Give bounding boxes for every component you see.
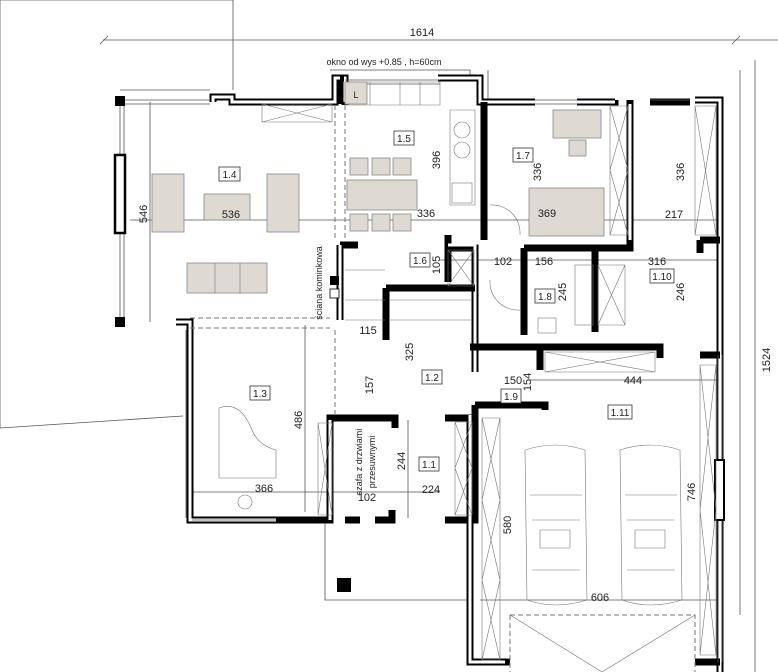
room-label-1-3: 1.3 [249, 385, 271, 401]
column [115, 317, 125, 327]
room-number: 1.5 [397, 134, 411, 145]
dim-wardrobe-width: 102 [358, 492, 376, 504]
dim-music-width: 366 [255, 483, 273, 495]
car [524, 444, 588, 606]
dim-total-width: 1614 [410, 27, 434, 39]
dim-bath-width: 156 [535, 256, 553, 268]
dim-stair-width: 115 [359, 325, 377, 337]
room-number: 1.1 [422, 460, 436, 471]
room-number: 1.9 [504, 392, 518, 403]
dim-bed1-depth: 336 [532, 163, 544, 181]
desk [552, 109, 602, 139]
furniture [151, 109, 605, 510]
fireplace-wall-note: ściana kominkowa [314, 246, 324, 320]
dim-bed2-width: 217 [665, 209, 683, 221]
cabinets [261, 81, 717, 661]
room-number: 1.3 [253, 389, 267, 400]
room-label-1-5: 1.5 [393, 130, 415, 146]
dim-hall-b: 157 [364, 376, 376, 394]
fridge-mark: L [353, 90, 358, 100]
dim-garage-inner-depth: 580 [502, 516, 514, 534]
column [115, 96, 125, 106]
dim-bed1-width: 369 [538, 208, 556, 220]
terrace-outline [0, 0, 741, 615]
annotations: okno od wys +0.85 , h=60cm ściana komink… [314, 57, 442, 495]
dim-entry-depth: 244 [396, 452, 408, 470]
room-number: 1.7 [516, 151, 530, 162]
dim-entry-width: 224 [422, 484, 440, 496]
dim-hall: 102 [494, 256, 512, 268]
room-number: 1.8 [538, 292, 552, 303]
dim-corridor-width: 150 [504, 375, 522, 387]
room-label-1-7: 1.7 [512, 147, 534, 163]
room-number: 1.2 [425, 373, 439, 384]
dim-living-depth: 546 [138, 205, 150, 223]
room-number: 1.11 [611, 408, 630, 419]
chimney-flue [330, 276, 339, 285]
dimension-lines [99, 35, 778, 672]
window-note: okno od wys +0.85 , h=60cm [326, 57, 441, 67]
bed [528, 187, 605, 237]
chimney-vent [329, 288, 340, 299]
dim-garage-width: 606 [591, 592, 609, 604]
dining-table [346, 179, 418, 211]
dim-dining-width: 336 [417, 208, 435, 220]
room-label-1-2: 1.2 [421, 369, 443, 385]
dim-hall-depth: 325 [404, 343, 416, 361]
dim-corridor-depth: 154 [522, 373, 534, 391]
coffee-table [203, 193, 251, 221]
chair [568, 139, 587, 157]
openings [190, 105, 696, 672]
room-label-1-6: 1.6 [409, 252, 431, 268]
dim-living-width: 536 [222, 209, 240, 221]
column [337, 578, 351, 592]
grand-piano [218, 406, 277, 479]
room-label-1-1: 1.1 [418, 456, 440, 472]
armchair [266, 173, 300, 233]
dim-pantry-depth: 105 [431, 256, 443, 274]
room-number: 1.4 [223, 170, 237, 181]
room-number: 1.6 [413, 256, 427, 267]
dim-room110-depth: 246 [675, 283, 687, 301]
sofa [186, 262, 268, 294]
room-label-1-9: 1.9 [500, 388, 522, 404]
armchair [151, 173, 185, 233]
dim-bath-depth: 245 [557, 283, 569, 301]
dim-garage-top: 444 [624, 375, 642, 387]
wardrobe-note-2: przesuwnymi [367, 436, 377, 489]
dim-music-depth: 486 [293, 411, 305, 429]
room-label-1-8: 1.8 [534, 288, 556, 304]
dim-dining-depth: 396 [431, 151, 443, 169]
car [619, 444, 683, 606]
dimension-labels: 1614 1524 546 536 396 336 336 369 336 21… [138, 27, 773, 604]
room-labels: 1.4 1.5 1.7 1.6 1.10 1.8 1.3 1.2 1.9 1.1… [218, 130, 675, 472]
wardrobe-note: szafa z drzwiami [354, 429, 364, 496]
room-label-1-4: 1.4 [218, 166, 241, 182]
dim-room110-width: 316 [648, 256, 666, 268]
dim-total-depth: 1524 [761, 348, 773, 372]
room-label-1-10: 1.10 [649, 268, 675, 284]
room-label-1-11: 1.11 [607, 404, 633, 420]
dim-bed2-depth: 336 [675, 163, 687, 181]
cars [524, 444, 683, 606]
room-number: 1.10 [652, 272, 672, 283]
dim-garage-depth: 746 [686, 483, 698, 501]
